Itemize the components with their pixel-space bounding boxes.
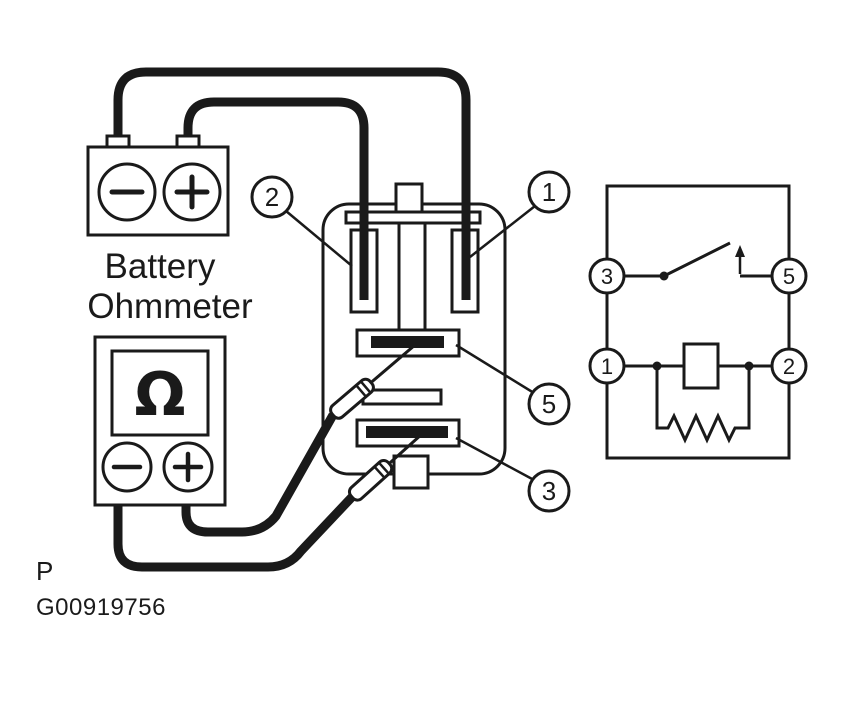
relay-bottom-tab: [392, 454, 430, 490]
switch-blade: [663, 241, 731, 278]
callout-leader-line: [285, 210, 353, 267]
relay-middle-bar: [361, 388, 443, 406]
relay-coil-symbol: [682, 342, 720, 390]
probe-ridge: [373, 466, 386, 479]
battery-label: Battery: [105, 247, 216, 286]
wires-group: [113, 67, 471, 572]
schematic-terminal-number: 1: [601, 354, 613, 379]
callout-circle: [527, 469, 571, 513]
relay-core-column: [397, 221, 427, 333]
ohmmeter-lead-wire-upper: [181, 412, 337, 537]
schematic-outline: [605, 184, 791, 460]
ohmmeter-display: [110, 349, 210, 437]
probe-handle: [329, 377, 375, 420]
schematic-terminal-2: [770, 347, 808, 385]
probe-needle-icon: [385, 430, 426, 468]
schematic-terminal-5: [770, 257, 808, 295]
probe-needle-icon: [367, 343, 417, 387]
battery-positive-wire: [183, 97, 369, 300]
resistor-branch: [655, 366, 751, 444]
ohmmeter-probe-upper: [329, 343, 417, 420]
schematic-terminal-number: 5: [783, 264, 795, 289]
callout-terminal-1: 1: [469, 170, 571, 258]
probe-handle: [347, 458, 394, 502]
ohmmeter-label: Ohmmeter: [87, 287, 253, 326]
probe-ridge: [378, 462, 390, 475]
probe-ridge: [355, 384, 367, 398]
callout-number: 2: [265, 182, 279, 212]
schematic-terminal-3: [588, 257, 626, 295]
ohmmeter-probe-lower: [347, 430, 426, 502]
callout-number: 5: [542, 389, 556, 419]
switch-arrowhead-icon: [735, 245, 745, 257]
schematic-terminal-number: 2: [783, 354, 795, 379]
ohmmeter-group: Ohmmeter Ω: [87, 287, 253, 507]
callout-circle: [250, 175, 294, 219]
callout-leader-line: [469, 205, 536, 258]
relay-top-tab: [394, 182, 424, 216]
relay-terminal-5-contact: [371, 336, 444, 348]
probe-ridge: [360, 380, 372, 394]
relay-terminal-3-contact: [366, 426, 448, 438]
schematic-terminal-1: [588, 347, 626, 385]
callout-number: 1: [542, 177, 556, 207]
relay-terminal-2-slot: [349, 228, 379, 314]
callout-circle: [527, 382, 571, 426]
battery-negative-wire: [113, 67, 471, 300]
page-marker: P: [36, 556, 53, 586]
relay-terminal-1-slot: [450, 228, 480, 314]
callout-terminal-2: 2: [250, 175, 353, 267]
callout-leader-line: [455, 343, 535, 395]
callout-terminal-5: 5: [455, 343, 571, 426]
callout-circle: [527, 170, 571, 214]
schematic-terminal-number: 3: [601, 264, 613, 289]
callout-leader-line: [455, 436, 535, 482]
figure-id: G00919756: [36, 594, 166, 621]
callout-terminal-3: 3: [455, 436, 571, 513]
battery-group: Battery: [86, 134, 230, 286]
callout-number: 3: [542, 476, 556, 506]
ohm-symbol: Ω: [134, 360, 185, 430]
circuit-schematic-group: 3 5 1 2: [588, 184, 808, 460]
ohmmeter-lead-wire-lower: [113, 493, 356, 572]
